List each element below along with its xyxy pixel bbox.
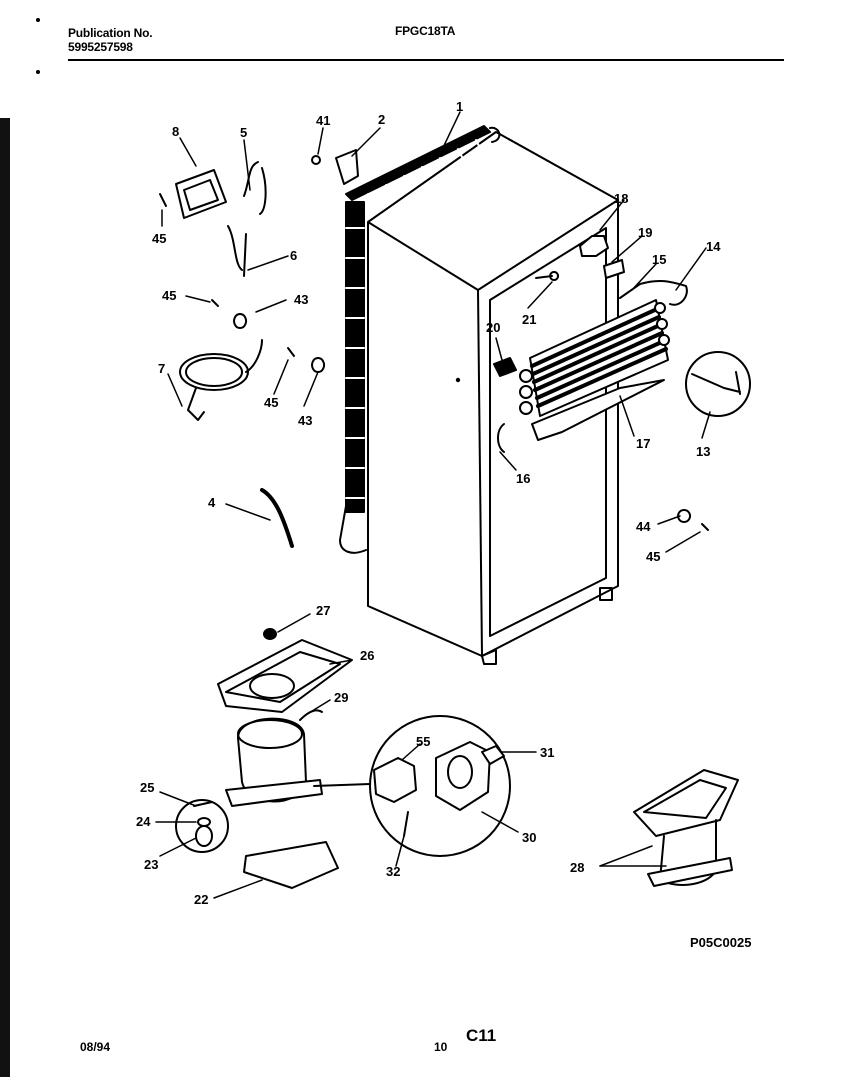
part-45-screw-3 (287, 347, 295, 357)
label-17: 17 (636, 436, 650, 451)
part-45-screw-4 (701, 523, 709, 531)
part-43-grommet (233, 313, 248, 329)
footer-date: 08/94 (80, 1040, 111, 1054)
label-4: 4 (208, 495, 216, 510)
label-22: 22 (194, 892, 208, 907)
part-18-bracket (579, 235, 609, 257)
part-8-cover (175, 169, 227, 219)
part-28-compressor-assembly (633, 769, 739, 887)
part-8-inner (183, 179, 219, 211)
part-26-drain-pan (217, 639, 353, 713)
label-45-a: 45 (152, 231, 166, 246)
part-13-detail (685, 351, 751, 417)
part-44-grommet (677, 509, 692, 523)
part-labels: 1 2 41 8 5 6 45 45 43 7 45 43 18 19 14 1… (136, 99, 721, 907)
label-20: 20 (486, 320, 500, 335)
label-24: 24 (136, 814, 151, 829)
label-15: 15 (652, 252, 666, 267)
part-19-clip (603, 259, 625, 279)
label-32: 32 (386, 864, 400, 879)
part-5-wire (243, 161, 267, 215)
evaporator-coil (519, 279, 688, 441)
label-23: 23 (144, 857, 158, 872)
publication-number: 5995257598 (68, 40, 133, 54)
scan-edge-bar (0, 118, 10, 1077)
label-45-d: 45 (646, 549, 660, 564)
label-43-b: 43 (298, 413, 312, 428)
label-13: 13 (696, 444, 710, 459)
label-5: 5 (240, 125, 247, 140)
label-45-b: 45 (162, 288, 176, 303)
part-6-harness (227, 225, 247, 277)
label-44: 44 (636, 519, 651, 534)
part-7-power-cord (179, 339, 263, 421)
part-29-compressor (225, 709, 323, 807)
footer-section: C11 (466, 1026, 497, 1045)
label-30: 30 (522, 830, 536, 845)
part-16-tube (497, 423, 505, 453)
label-18: 18 (614, 191, 628, 206)
label-41: 41 (316, 113, 330, 128)
condenser-coil (339, 125, 501, 554)
label-16: 16 (516, 471, 530, 486)
label-43-a: 43 (294, 292, 308, 307)
label-21: 21 (522, 312, 536, 327)
part-4-tube (260, 488, 294, 548)
part-27-nut (263, 628, 277, 640)
part-20-relay (493, 357, 517, 377)
label-19: 19 (638, 225, 652, 240)
label-2: 2 (378, 112, 385, 127)
label-8: 8 (172, 124, 179, 139)
scan-dot (36, 18, 40, 22)
label-6: 6 (290, 248, 297, 263)
part-45-screw (159, 193, 167, 207)
part-21-screw (535, 271, 560, 281)
model-number: FPGC18TA (395, 24, 456, 38)
label-25: 25 (140, 780, 154, 795)
label-45-c: 45 (264, 395, 278, 410)
label-1: 1 (456, 99, 463, 114)
scan-dot (36, 70, 40, 74)
label-14: 14 (706, 239, 721, 254)
label-28: 28 (570, 860, 584, 875)
parts-23-25-detail (175, 799, 229, 853)
label-55: 55 (416, 734, 430, 749)
part-22-bracket (243, 841, 339, 889)
part-43-grommet-2 (311, 357, 326, 373)
part-2-bracket (335, 149, 359, 185)
label-26: 26 (360, 648, 374, 663)
header-rule (68, 59, 784, 61)
publication-label: Publication No. (68, 26, 153, 40)
label-29: 29 (334, 690, 348, 705)
label-31: 31 (540, 745, 554, 760)
leader-lines (155, 111, 711, 899)
electrical-detail (313, 715, 511, 857)
footer-page: 10 (434, 1040, 448, 1054)
refrigerator-cabinet (367, 131, 619, 665)
label-7: 7 (158, 361, 165, 376)
part-45-screw-2 (211, 299, 219, 307)
part-41-screw (311, 155, 321, 165)
label-27: 27 (316, 603, 330, 618)
diagram-code: P05C0025 (690, 935, 752, 950)
